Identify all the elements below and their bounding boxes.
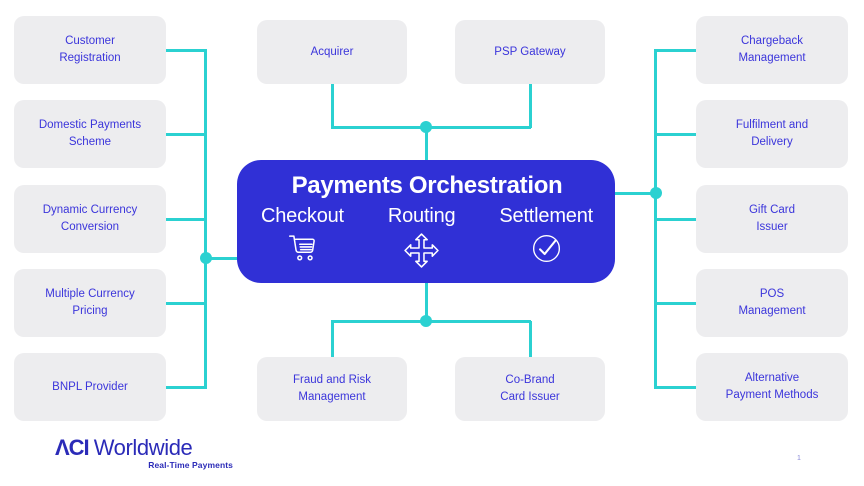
- connector-line: [654, 48, 696, 52]
- connector-line: [654, 217, 696, 221]
- node-chargeback-management: Chargeback Management: [696, 16, 848, 84]
- feature-checkout: Checkout: [261, 205, 344, 263]
- node-alternative-payment-methods: Alternative Payment Methods: [696, 353, 848, 421]
- node-fulfilment-and-delivery: Fulfilment and Delivery: [696, 100, 848, 168]
- payments-orchestration-panel: Payments Orchestration Checkout Routing: [237, 160, 615, 283]
- connector-line: [166, 132, 207, 136]
- connector-line: [424, 283, 428, 322]
- feature-label: Checkout: [261, 205, 344, 227]
- node-customer-registration: Customer Registration: [14, 16, 166, 84]
- connector-line: [166, 217, 207, 221]
- check-circle-icon: [532, 234, 560, 263]
- connector-line: [654, 385, 696, 389]
- node-gift-card-issuer: Gift Card Issuer: [696, 185, 848, 253]
- node-domestic-payments-scheme: Domestic Payments Scheme: [14, 100, 166, 168]
- connector-line: [330, 321, 334, 358]
- connector-line: [614, 191, 656, 195]
- connector-line: [424, 127, 428, 161]
- connector-line: [204, 256, 238, 260]
- connector-line: [166, 301, 207, 305]
- node-dynamic-currency-conversion: Dynamic Currency Conversion: [14, 185, 166, 253]
- connector-line: [528, 84, 532, 128]
- logo-tagline: Real-Time Payments: [148, 460, 233, 470]
- connector-line: [166, 48, 207, 52]
- feature-label: Routing: [387, 205, 456, 227]
- node-psp-gateway: PSP Gateway: [455, 20, 605, 84]
- node-co-brand-card-issuer: Co-Brand Card Issuer: [455, 357, 605, 421]
- page-number: 1: [797, 455, 801, 462]
- connector-dot: [420, 121, 432, 133]
- connector-line: [528, 321, 532, 358]
- logo-brand-regular: Worldwide: [93, 435, 193, 460]
- node-multiple-currency-pricing: Multiple Currency Pricing: [14, 269, 166, 337]
- node-pos-management: POS Management: [696, 269, 848, 337]
- panel-title: Payments Orchestration: [291, 172, 563, 199]
- connector-line: [330, 84, 334, 128]
- connector-line: [654, 301, 696, 305]
- feature-row: Checkout Routing Settlement: [261, 205, 593, 269]
- node-bnpl-provider: BNPL Provider: [14, 353, 166, 421]
- logo-brand-bold: ΛCI: [55, 435, 90, 460]
- node-acquirer: Acquirer: [257, 20, 407, 84]
- node-fraud-and-risk-management: Fraud and Risk Management: [257, 357, 407, 421]
- feature-settlement: Settlement: [499, 205, 593, 265]
- route-arrows-icon: [404, 233, 439, 268]
- feature-routing: Routing: [388, 205, 456, 269]
- connector-dot: [199, 252, 212, 264]
- connector-dot: [649, 187, 662, 199]
- connector-line: [654, 132, 696, 136]
- connector-dot: [420, 315, 432, 327]
- shopping-cart-icon: [289, 235, 316, 261]
- feature-label: Settlement: [499, 205, 593, 227]
- connector-line: [166, 385, 207, 389]
